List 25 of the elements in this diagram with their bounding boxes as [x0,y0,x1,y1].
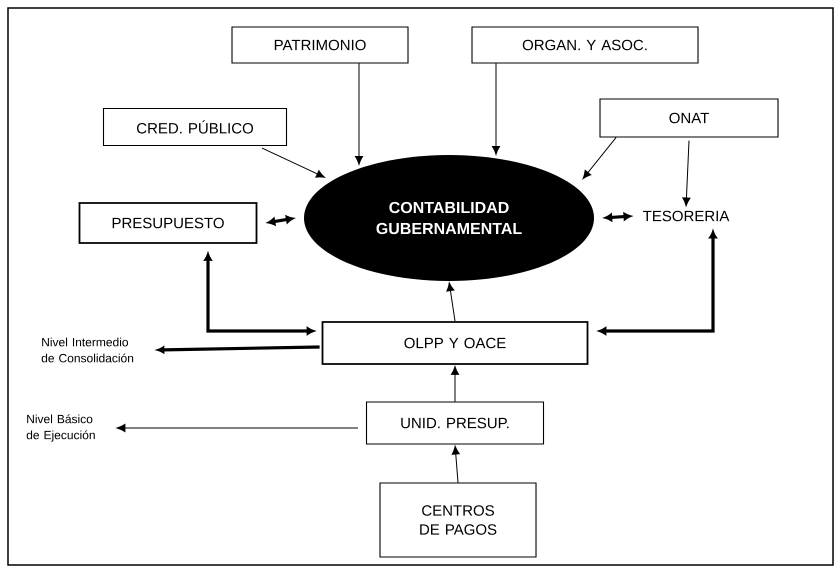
arrow [582,137,616,180]
arrow [604,212,632,222]
arrow [156,345,320,354]
arrow [204,253,314,335]
process-box: PATRIMONIO [231,26,409,64]
process-box: UNID. PRESUP. [366,401,544,445]
process-box: CENTROS DE PAGOS [379,482,537,558]
process-box: PRESUPUESTO [78,202,258,244]
arrow [452,446,460,483]
arrow [268,216,294,226]
arrow [446,282,456,322]
process-box: OLPP Y OACE [322,321,588,365]
arrow [682,140,690,206]
arrow [492,63,500,155]
node-label: TESORERIA [643,210,730,222]
arrow [598,230,717,335]
process-box: ORGAN. Y ASOC. [471,26,699,64]
arrow [262,148,325,178]
level-label: Nivel Básico de Ejecución [26,414,95,442]
process-box: CRED. PÚBLICO [102,108,288,146]
level-label: Nivel Intermedio de Consolidación [42,338,134,362]
arrow [116,424,358,432]
arrow [450,366,460,402]
process-box: ONAT [599,98,779,138]
arrow [354,63,364,165]
